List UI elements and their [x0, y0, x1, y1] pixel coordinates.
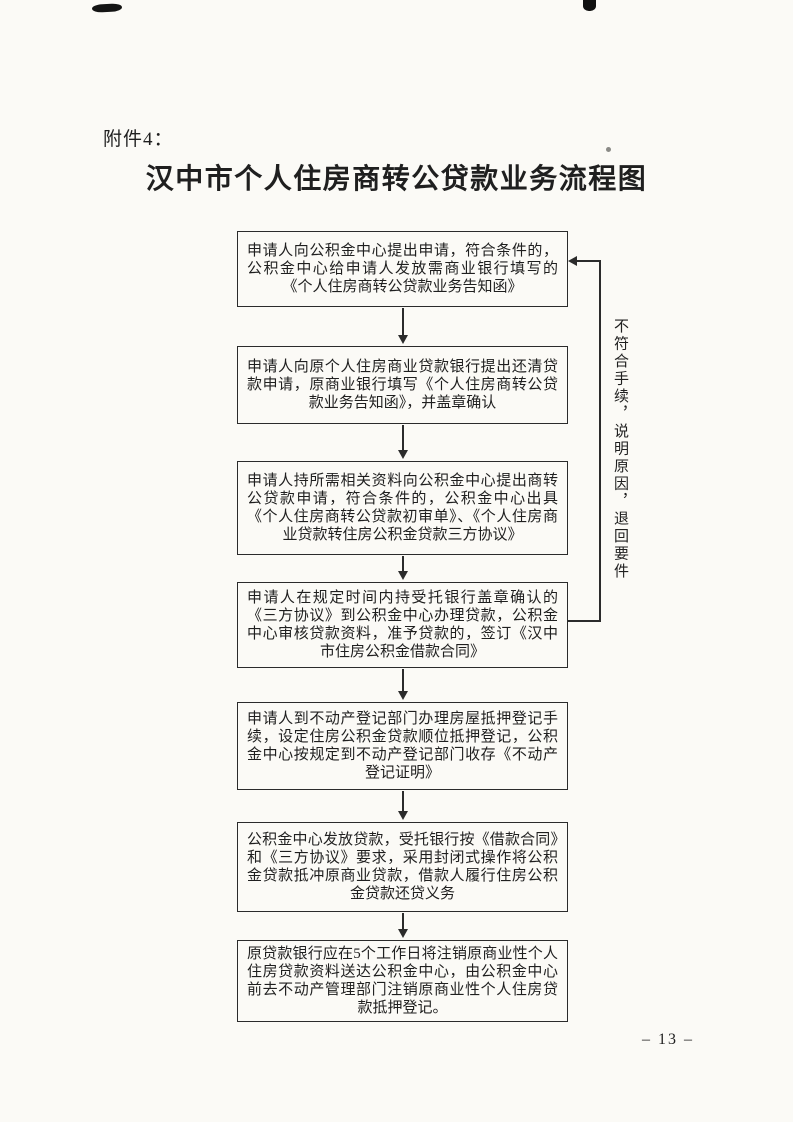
arrow-down-icon: [397, 791, 408, 820]
flow-box-step-1: 申请人向公积金中心提出申请，符合条件的，公积金中心给申请人发放需商业银行填写的《…: [237, 231, 568, 307]
arrow-shaft: [401, 791, 404, 811]
arrow-shaft: [401, 556, 404, 571]
flow-box-step-4: 申请人在规定时间内持受托银行盖章确认的《三方协议》到公积金中心办理贷款，公积金中…: [237, 582, 568, 668]
arrow-shaft: [401, 669, 404, 691]
attachment-label: 附件4：: [103, 129, 174, 150]
scan-artifact-icon: [91, 3, 123, 13]
flow-box-step-6: 公积金中心发放贷款，受托银行按《借款合同》和《三方协议》要求，采用封闭式操作将公…: [237, 822, 568, 912]
arrow-head: [397, 929, 408, 938]
feedback-line-vertical: [599, 260, 601, 622]
arrow-down-icon: [397, 913, 408, 938]
arrow-down-icon: [397, 556, 408, 580]
arrow-head: [397, 811, 408, 820]
arrow-shaft: [401, 425, 404, 450]
page-number: – 13 –: [642, 1031, 694, 1048]
flow-box-step-2: 申请人向原个人住房商业贷款银行提出还清贷款申请，原商业银行填写《个人住房商转公贷…: [237, 346, 568, 424]
arrow-down-icon: [397, 308, 408, 344]
flow-box-step-3: 申请人持所需相关资料向公积金中心提出商转公贷款申请，符合条件的，公积金中心出具《…: [237, 461, 568, 555]
arrow-left-icon: [568, 255, 577, 266]
page-title: 汉中市个人住房商转公贷款业务流程图: [145, 164, 648, 195]
arrow-head: [397, 450, 408, 459]
arrow-shaft: [401, 913, 404, 929]
arrow-down-icon: [397, 669, 408, 700]
flow-box-step-7: 原贷款银行应在5个工作日将注销原商业性个人住房贷款资料送达公积金中心，由公积金中…: [237, 940, 568, 1022]
scan-speck-icon: [606, 147, 611, 152]
arrow-down-icon: [397, 425, 408, 459]
feedback-line-bottom: [568, 620, 601, 622]
feedback-label: 不符合手续，说明原因，退回要件: [612, 318, 628, 581]
scan-artifact-icon: [583, 0, 596, 11]
feedback-line-top: [577, 260, 601, 262]
arrow-head: [397, 335, 408, 344]
flow-box-step-5: 申请人到不动产登记部门办理房屋抵押登记手续，设定住房公积金贷款顺位抵押登记，公积…: [237, 702, 568, 790]
arrow-head: [397, 691, 408, 700]
arrow-shaft: [401, 308, 404, 335]
arrow-head: [397, 571, 408, 580]
